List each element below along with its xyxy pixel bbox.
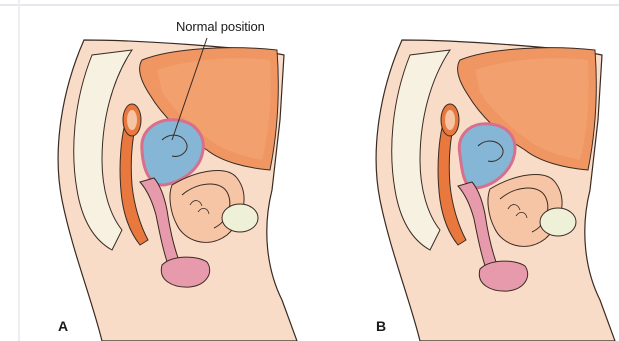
perineum	[479, 261, 527, 291]
panel-label-a: A	[58, 318, 68, 334]
pubic-bone	[540, 208, 576, 236]
panel-label-b: B	[376, 318, 386, 334]
panel-a: A	[22, 0, 322, 341]
perineum	[161, 257, 209, 287]
anatomy-illustration-b	[318, 0, 618, 341]
anatomy-illustration-a	[22, 0, 322, 341]
left-divider-line	[18, 0, 20, 341]
panel-b: B	[318, 0, 618, 341]
normal-position-label: Normal position	[176, 19, 265, 34]
pubic-bone	[222, 204, 258, 232]
